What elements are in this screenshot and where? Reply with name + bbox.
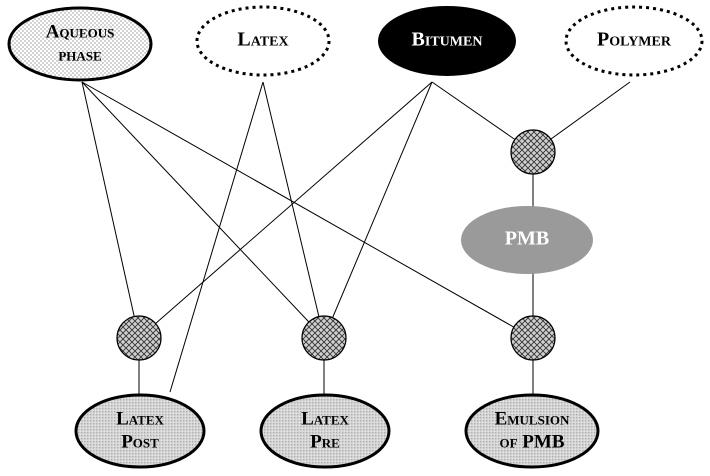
node-latex: Latex (195, 5, 331, 77)
junction-latex-pre (301, 315, 347, 361)
junctions (116, 129, 556, 361)
edge-bitumen-latexpost-junction (138, 81, 433, 339)
junction-pmb (510, 129, 556, 175)
node-polymer: Polymer (564, 5, 704, 77)
node-latex-label: Latex (237, 29, 288, 51)
node-latex-post: Latex Post (74, 393, 206, 469)
edge-aqueous-latexpre-junction (81, 81, 325, 339)
node-bitumen: Bitumen (378, 6, 516, 76)
node-pmb-label: PMB (505, 228, 549, 250)
edge-bitumen-latexpre-junction (323, 81, 433, 339)
node-aqueous-phase-line1: Aqueous (46, 21, 115, 42)
edge-aqueous-latexpost-junction (81, 81, 140, 339)
node-latex-pre-line1: Latex (301, 408, 349, 429)
node-latex-post-line2: Post (121, 431, 159, 452)
edge-latex-latexpre-junction (262, 81, 325, 339)
node-latex-pre-line2: Pre (310, 431, 340, 452)
node-latex-pre: Latex Pre (259, 393, 391, 469)
junction-latex-post (116, 315, 162, 361)
edge-latex-latexpost-node (169, 81, 264, 393)
node-aqueous-phase-line2: phase (58, 44, 101, 65)
node-pmb: PMB (461, 206, 593, 274)
node-emulsion-pmb: Emulsion of PMB (464, 393, 600, 469)
node-aqueous-phase: Aqueous phase (7, 6, 153, 82)
node-emulsion-pmb-line1: Emulsion (495, 408, 570, 429)
node-latex-post-line1: Latex (116, 408, 164, 429)
node-polymer-label: Polymer (597, 29, 672, 51)
edge-aqueous-emulsion-junction (81, 81, 534, 339)
junction-emulsion-pmb (510, 315, 556, 361)
node-bitumen-label: Bitumen (412, 29, 483, 51)
node-emulsion-pmb-line2: of PMB (499, 431, 564, 452)
